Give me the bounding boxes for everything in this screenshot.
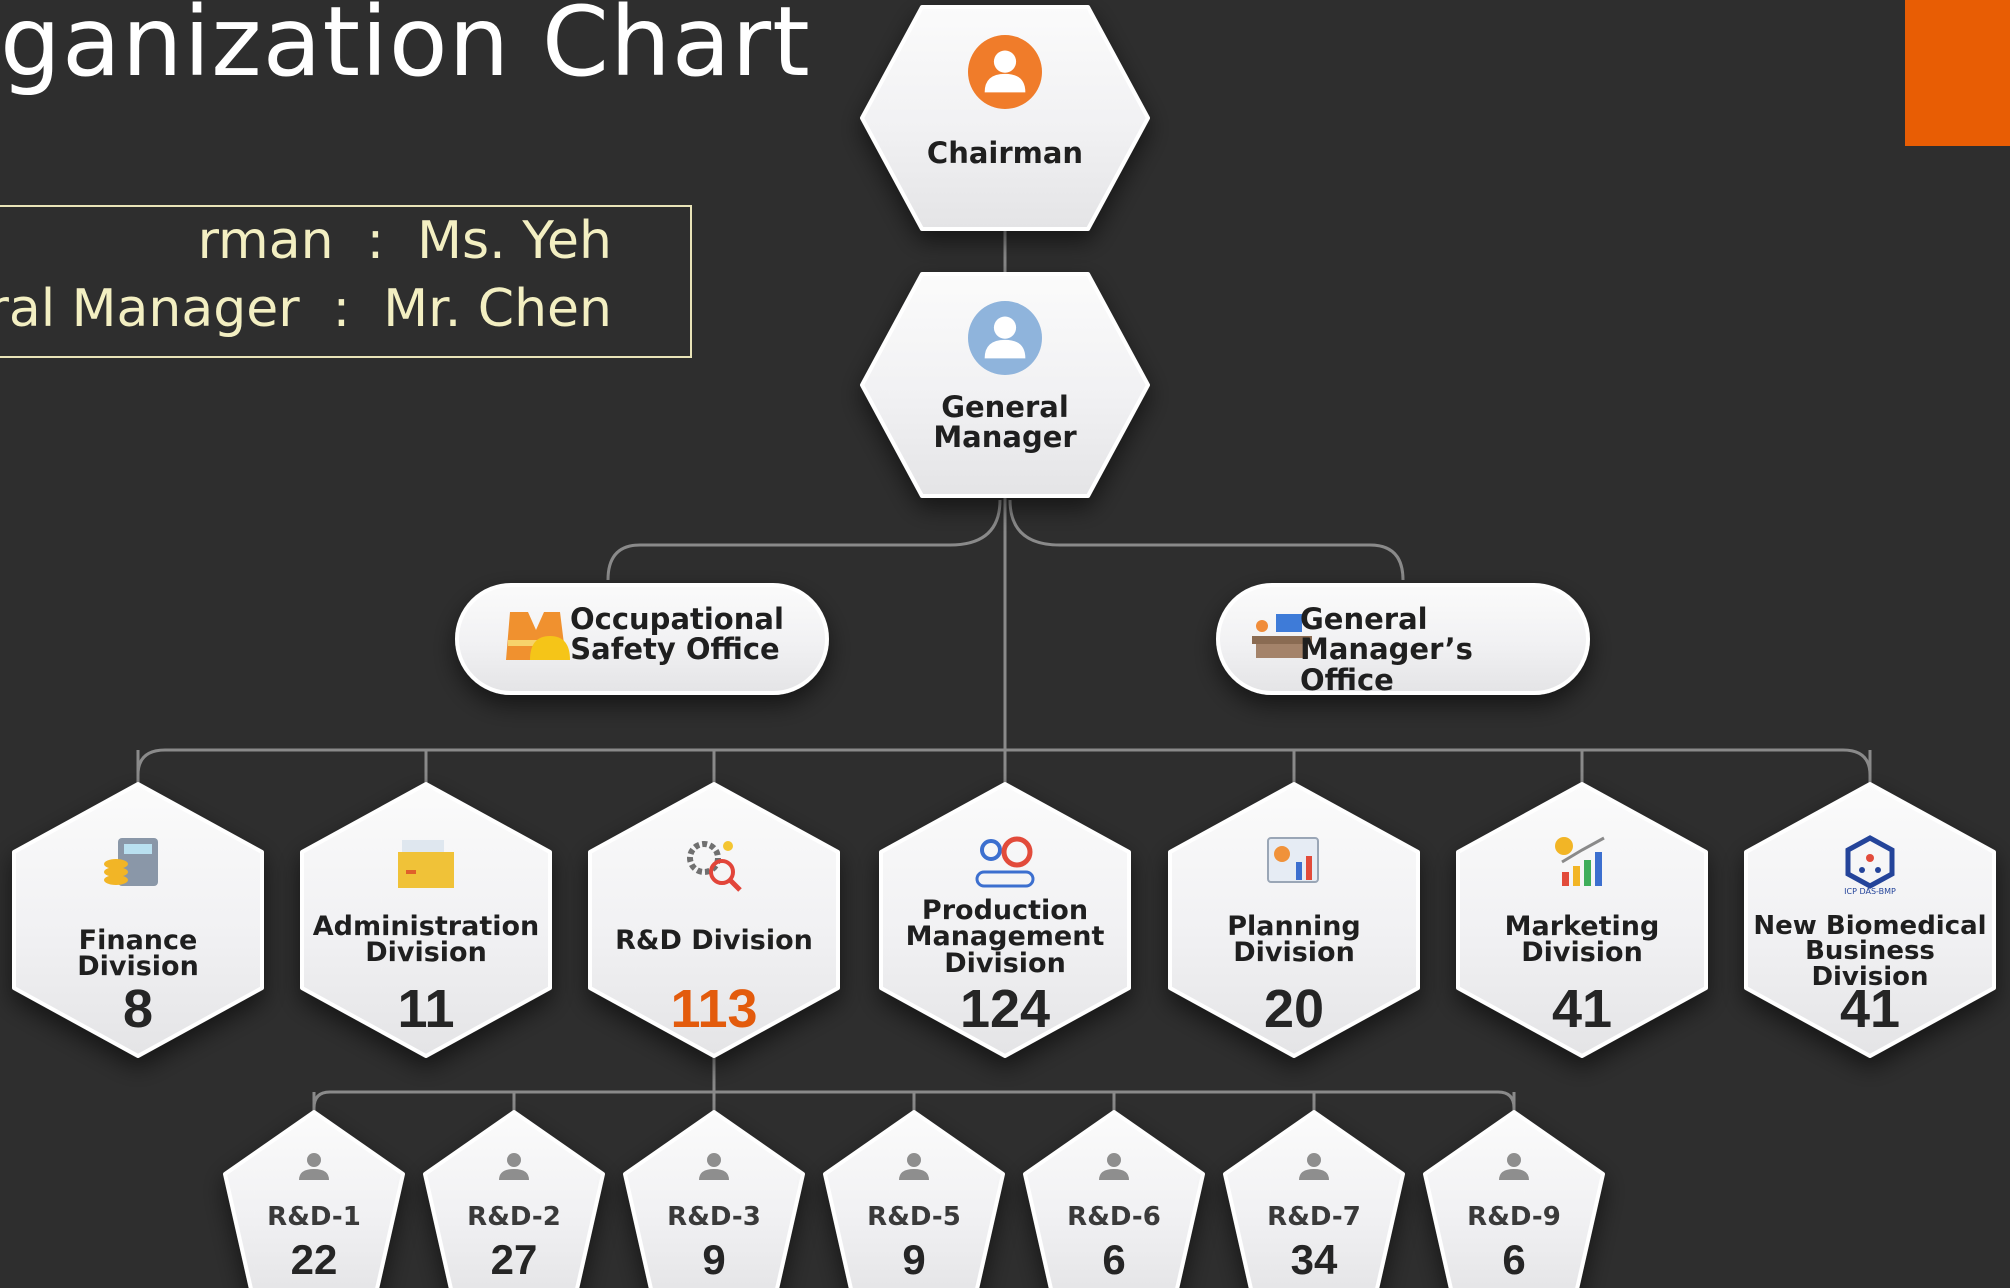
dashboard-charts-icon [1267,837,1319,883]
team-person-icon [899,1153,929,1180]
division-node [1168,782,1420,1058]
rd-team-label: R&D-9 [1467,1202,1561,1232]
rd-team-headcount: 6 [1502,1236,1526,1283]
team-person-icon [1299,1153,1329,1180]
rd-team-node [1223,1110,1405,1288]
rd-team-label: R&D-3 [667,1202,761,1232]
general-manager-person-icon [968,301,1042,375]
division-label: New Biomedical Business Division [1753,911,1987,992]
chairman-node [860,5,1150,231]
rd-team-headcount: 9 [702,1236,726,1283]
general-managers-office-node [1216,583,1590,695]
rd-team-headcount: 6 [1102,1236,1126,1283]
gear-magnifier-icon [687,841,742,892]
rd-team-label: R&D-5 [867,1202,961,1232]
division-headcount: 20 [1263,979,1325,1039]
rd-team-node [823,1110,1005,1288]
team-person-icon [699,1153,729,1180]
division-label: Planning Division [1227,911,1361,969]
team-person-icon [299,1153,329,1180]
division-headcount: 113 [670,979,758,1039]
division-node [1744,782,1996,1058]
rd-team-node [223,1110,405,1288]
rd-team-headcount: 27 [490,1236,538,1283]
general-manager-node [860,272,1150,498]
safety-vest-icon [506,612,570,660]
division-label: R&D Division [615,925,813,956]
division-node [1456,782,1708,1058]
connector-lines [136,225,1872,1115]
division-node [879,782,1131,1058]
leadership-info-box: rman : Ms. Yeh eral Manager : Mr. Chen [0,205,692,358]
division-node [12,782,264,1058]
chairman-label: Chairman [926,136,1084,170]
rd-team-label: R&D-7 [1267,1202,1361,1232]
rd-team-label: R&D-1 [267,1202,361,1232]
team-person-icon [1099,1153,1129,1180]
division-node [588,782,840,1058]
occupational-safety-office-label: Occupational Safety Office [570,602,784,667]
orange-accent-block [1905,0,2010,146]
rd-team-headcount: 9 [902,1236,926,1283]
division-headcount: 11 [397,979,455,1039]
conveyor-gears-icon [975,836,1035,888]
biomedical-logo-text: ICP DAS-BMP [1844,887,1896,896]
rd-team-node [1423,1110,1605,1288]
biomedical-logo-icon [1845,835,1895,889]
division-label: Administration Division [312,911,540,969]
folder-documents-icon [398,840,454,888]
rd-team-node [1023,1110,1205,1288]
rd-team-label: R&D-6 [1067,1202,1161,1232]
rd-team-headcount: 34 [1290,1236,1338,1283]
division-headcount: 124 [959,979,1051,1039]
office-desk-icon [1252,614,1312,658]
rd-team-label: R&D-2 [467,1202,561,1232]
rd-team-node [423,1110,605,1288]
division-headcount: 41 [1839,979,1901,1039]
division-node [300,782,552,1058]
division-label: Production Management Division [905,895,1105,979]
rd-team-headcount: 22 [290,1236,338,1283]
division-label: Marketing Division [1504,911,1660,969]
page-title: ganization Chart [0,0,811,98]
general-manager-label: General Manager [933,390,1077,455]
team-person-icon [499,1153,529,1180]
division-label: Finance Division [77,925,199,983]
chairman-person-icon [968,35,1042,109]
division-headcount: 41 [1551,979,1613,1039]
calculator-coins-icon [104,838,158,886]
division-headcount: 8 [122,979,154,1039]
chairman-info: rman : Ms. Yeh [197,211,612,271]
rd-team-node [623,1110,805,1288]
team-person-icon [1499,1153,1529,1180]
growth-chart-icon [1555,836,1605,886]
general-managers-office-label: General Manager’s Office [1300,602,1473,697]
general-manager-info: eral Manager : Mr. Chen [0,279,612,339]
